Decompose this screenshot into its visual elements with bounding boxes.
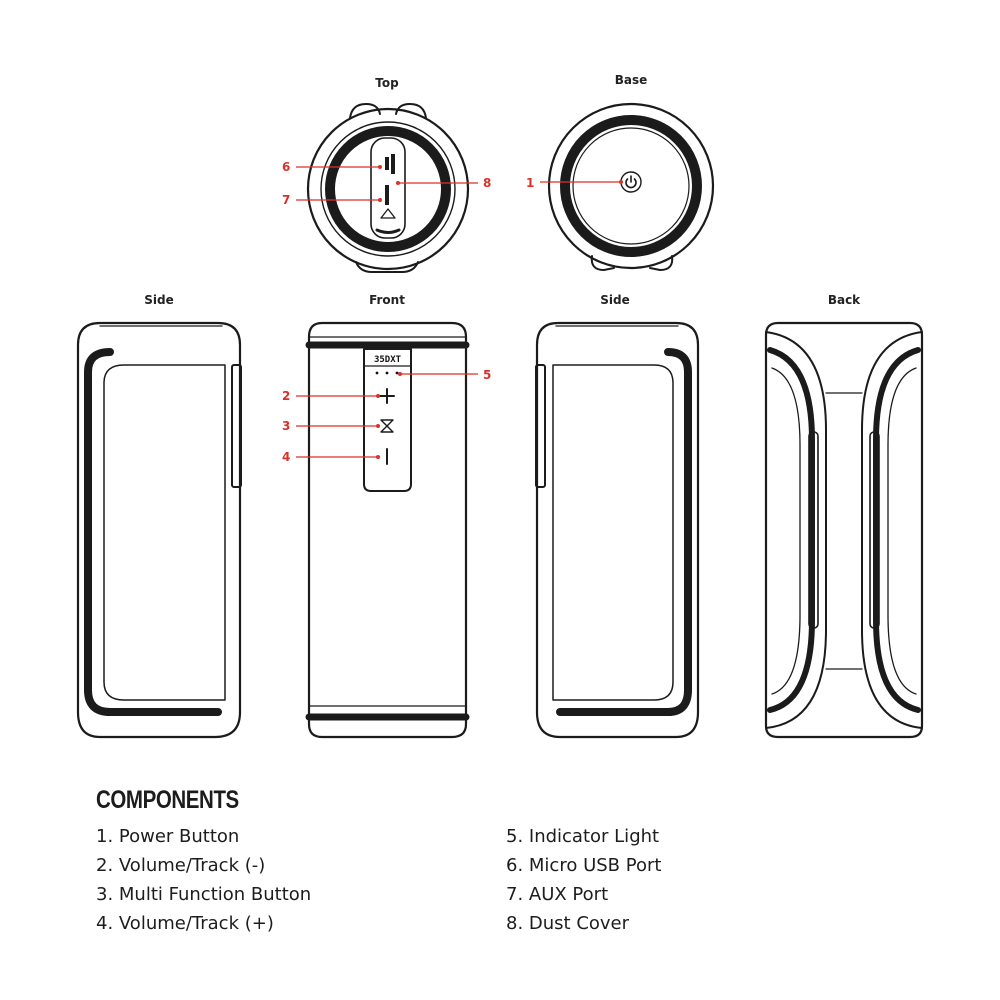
- indicator-light-dot: [395, 371, 399, 375]
- side-view-right: [535, 321, 700, 739]
- callout-7: 7: [282, 193, 382, 207]
- front-view: 35DXT: [305, 321, 470, 739]
- speaker-diagram: 35DXT: [76, 102, 924, 739]
- callout-3: 3: [282, 419, 380, 433]
- list-item: 3. Multi Function Button: [96, 884, 312, 905]
- list-item: 1. Power Button: [96, 826, 240, 847]
- model-label: 35DXT: [374, 355, 402, 365]
- svg-text:1: 1: [526, 176, 534, 190]
- view-label-front: Front: [369, 293, 405, 307]
- svg-text:8: 8: [483, 176, 491, 190]
- svg-text:6: 6: [282, 160, 290, 174]
- callout-4: 4: [282, 450, 380, 464]
- base-view: [547, 102, 715, 271]
- list-item: 8. Dust Cover: [506, 913, 630, 934]
- svg-text:4: 4: [282, 450, 290, 464]
- indicator-light-dot: [385, 371, 389, 375]
- plus-icon: [379, 388, 395, 404]
- svg-text:2: 2: [282, 389, 290, 403]
- play-pause-icon: [380, 419, 394, 433]
- components-list-left: 1. Power Button 2. Volume/Track (-) 3. M…: [96, 822, 311, 938]
- view-label-back: Back: [827, 293, 861, 307]
- view-label-side-right: Side: [600, 293, 630, 307]
- triangle-icon: [380, 208, 396, 219]
- view-label-top: Top: [375, 76, 399, 90]
- svg-text:7: 7: [282, 193, 290, 207]
- power-icon: [625, 175, 637, 189]
- back-view: [764, 321, 924, 739]
- callout-5: 5: [398, 368, 491, 382]
- callout-1: 1: [526, 176, 623, 190]
- svg-text:3: 3: [282, 419, 290, 433]
- view-label-base: Base: [614, 73, 648, 87]
- side-view-left: [76, 321, 242, 739]
- callout-6: 6: [282, 160, 382, 174]
- usb-port-icon: [385, 154, 395, 174]
- callout-8: 8: [396, 176, 491, 190]
- callout-2: 2: [282, 389, 380, 403]
- list-item: 4. Volume/Track (+): [96, 913, 274, 934]
- list-item: 6. Micro USB Port: [506, 855, 662, 876]
- view-label-side-left: Side: [144, 293, 174, 307]
- list-item: 5. Indicator Light: [506, 826, 660, 847]
- components-list-right: 5. Indicator Light 6. Micro USB Port 7. …: [506, 822, 661, 938]
- top-view: [306, 103, 470, 273]
- indicator-light-dot: [375, 371, 379, 375]
- svg-text:5: 5: [483, 368, 491, 382]
- list-item: 7. AUX Port: [506, 884, 609, 905]
- aux-port-icon: [385, 185, 389, 205]
- list-item: 2. Volume/Track (-): [96, 855, 266, 876]
- components-title: COMPONENTS: [96, 786, 239, 814]
